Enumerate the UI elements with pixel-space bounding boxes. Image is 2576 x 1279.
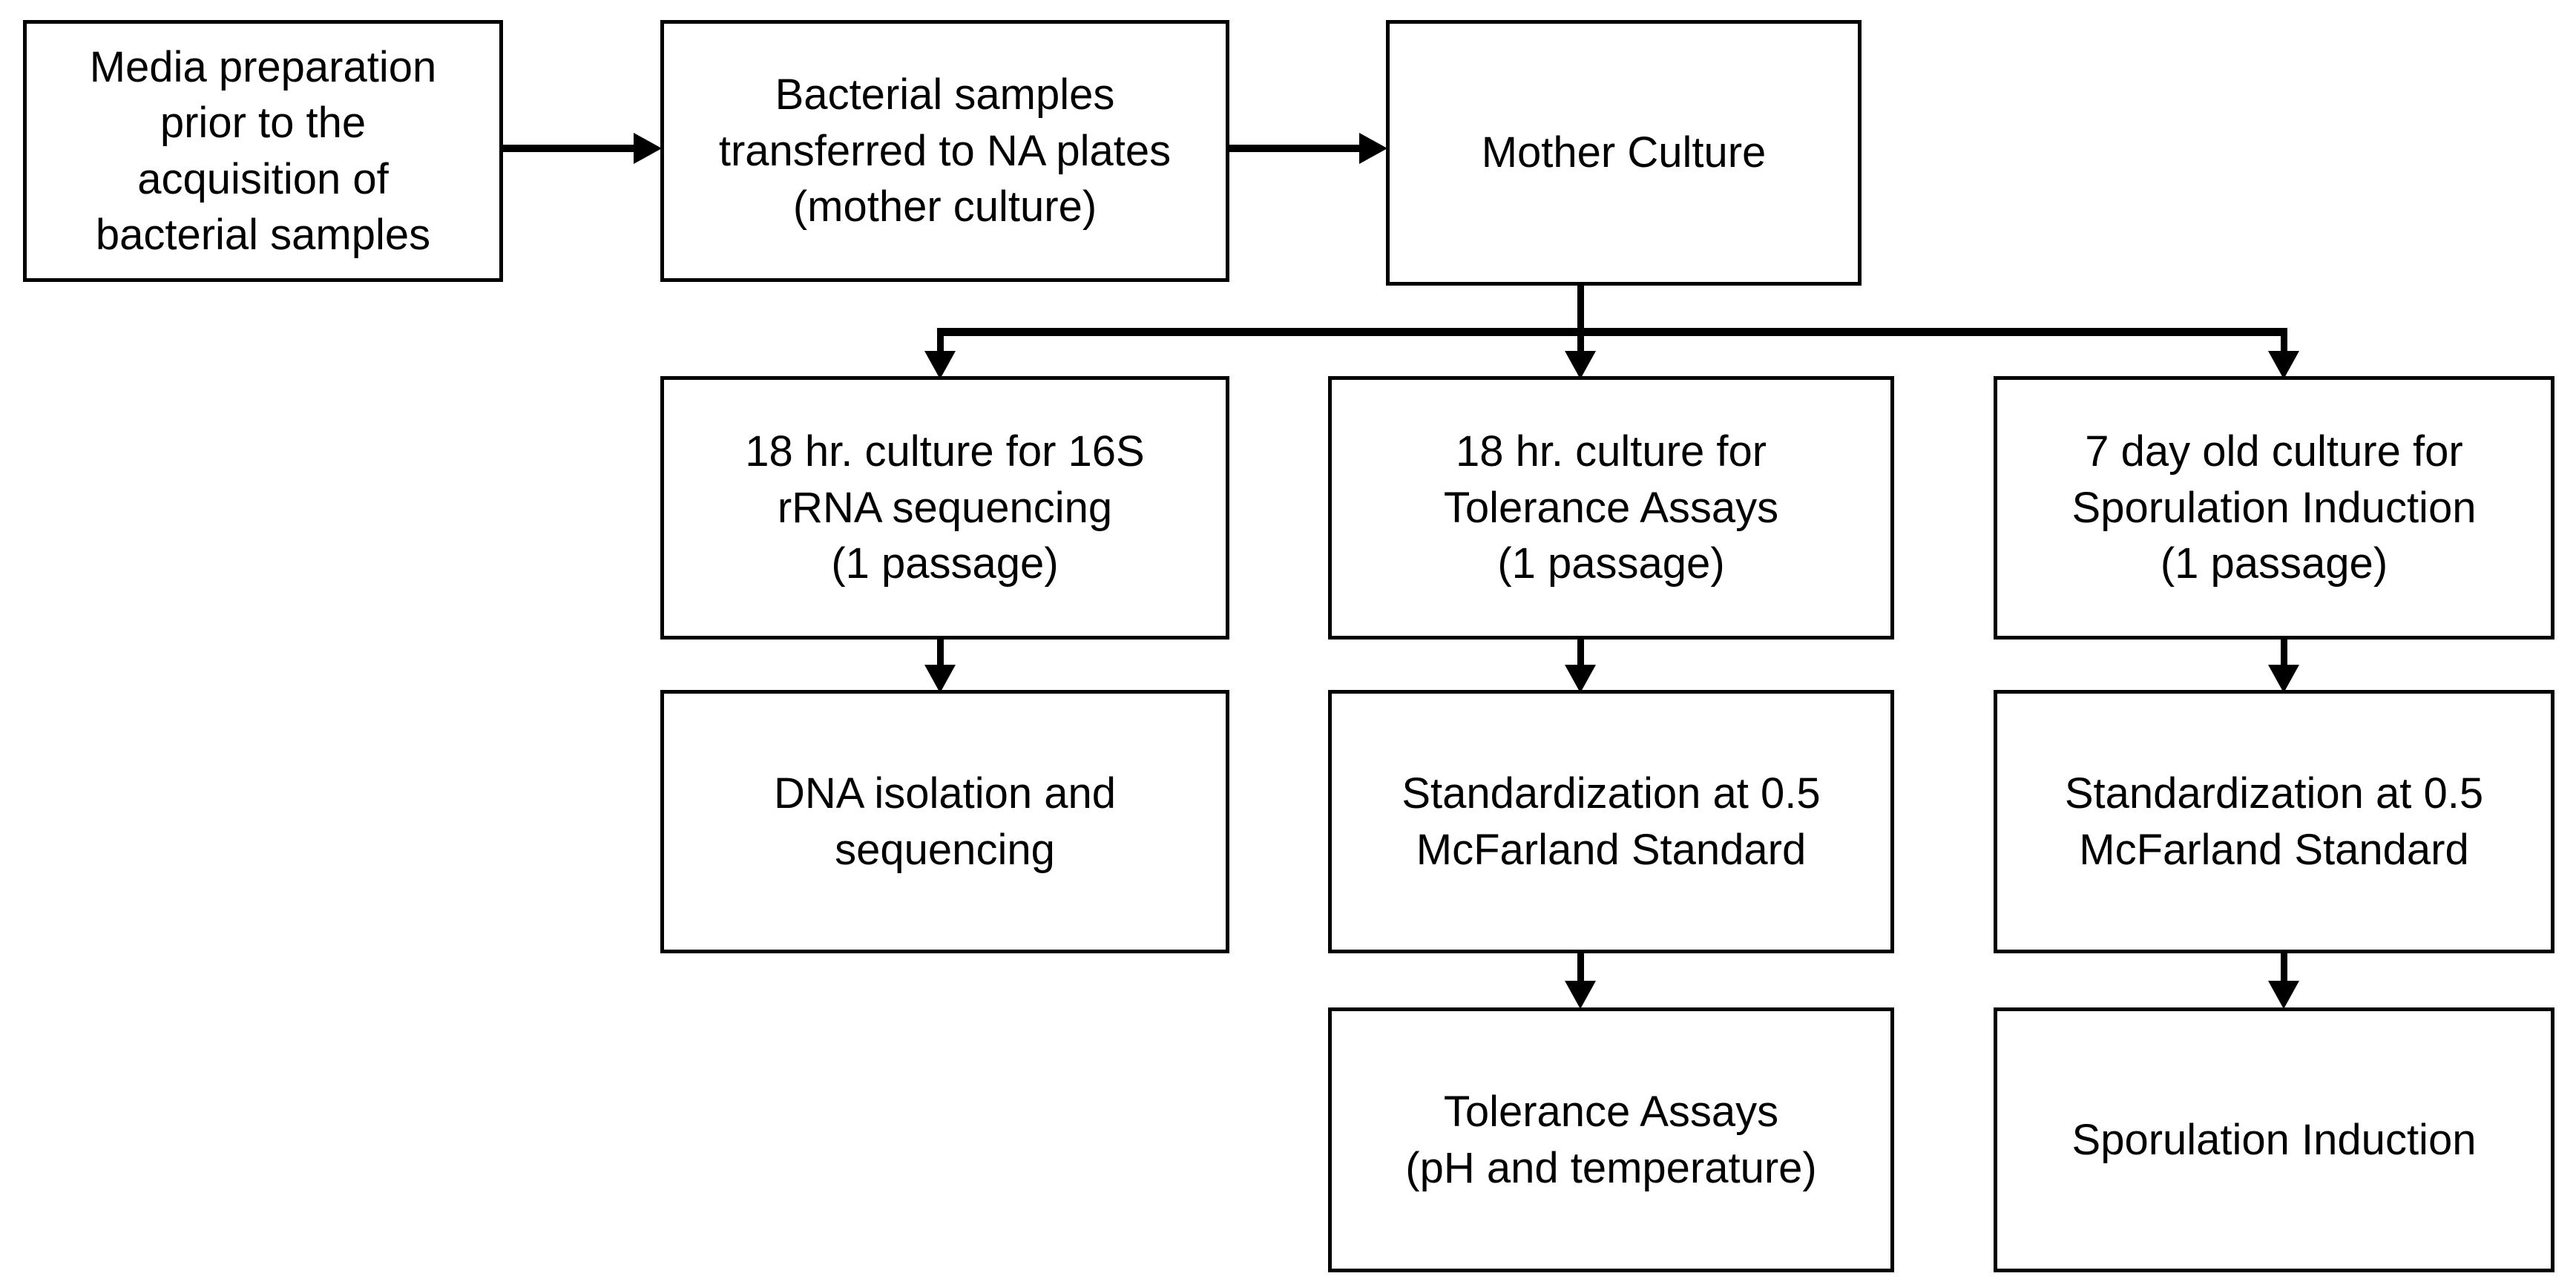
arrow-tolerance-to-standardization-head (1565, 665, 1596, 693)
node-media-preparation: Media preparation prior to the acquisiti… (23, 20, 503, 282)
arrow-samples-to-mother-shaft (1229, 145, 1362, 152)
node-standardization-sporulation-label: Standardization at 0.5 McFarland Standar… (2064, 769, 2484, 874)
arrow-media-to-samples-shaft (503, 145, 637, 152)
node-sporulation-induction-label: Sporulation Induction (2071, 1115, 2477, 1164)
arrow-samples-to-mother-head (1359, 133, 1387, 164)
node-standardization-sporulation: Standardization at 0.5 McFarland Standar… (1994, 690, 2554, 953)
node-culture-tolerance-assays: 18 hr. culture for Tolerance Assays (1 p… (1328, 376, 1894, 640)
node-dna-isolation-sequencing-label: DNA isolation and sequencing (773, 769, 1117, 874)
arrow-branch-to-tolerance-head (1565, 351, 1596, 379)
node-culture-sporulation-label: 7 day old culture for Sporulation Induct… (2071, 427, 2477, 588)
arrow-branch-to-sporulation-shaft (2281, 328, 2287, 355)
arrow-sporulation-to-standardization-shaft (2281, 640, 2287, 666)
arrow-sporulation-to-standardization-head (2268, 665, 2299, 693)
node-dna-isolation-sequencing: DNA isolation and sequencing (660, 690, 1229, 953)
node-tolerance-assays-label: Tolerance Assays (pH and temperature) (1405, 1088, 1817, 1192)
node-culture-16s-rrna-label: 18 hr. culture for 16S rRNA sequencing (… (745, 427, 1145, 588)
arrow-standardization-to-induction-head (2268, 981, 2299, 1009)
node-standardization-tolerance-label: Standardization at 0.5 McFarland Standar… (1402, 769, 1821, 874)
arrow-media-to-samples-head (634, 133, 662, 164)
arrow-standardization-to-assays-head (1565, 981, 1596, 1009)
node-mother-culture-label: Mother Culture (1481, 128, 1767, 177)
arrow-standardization-to-assays-shaft (1577, 953, 1584, 983)
connector-mother-culture-stem (1577, 284, 1584, 355)
arrow-branch-to-sporulation-head (2268, 351, 2299, 379)
node-sporulation-induction: Sporulation Induction (1994, 1007, 2554, 1272)
node-media-preparation-label: Media preparation prior to the acquisiti… (89, 42, 437, 259)
node-culture-16s-rrna: 18 hr. culture for 16S rRNA sequencing (… (660, 376, 1229, 640)
node-culture-tolerance-assays-label: 18 hr. culture for Tolerance Assays (1 p… (1443, 427, 1779, 588)
node-mother-culture: Mother Culture (1386, 20, 1862, 286)
node-culture-sporulation: 7 day old culture for Sporulation Induct… (1994, 376, 2554, 640)
arrow-branch-to-16s-shaft (937, 328, 944, 355)
node-standardization-tolerance: Standardization at 0.5 McFarland Standar… (1328, 690, 1894, 953)
connector-branch-bar (937, 328, 2287, 336)
node-bacterial-samples-na-plates: Bacterial samples transferred to NA plat… (660, 20, 1229, 282)
arrow-16s-to-dna-head (924, 665, 956, 693)
arrow-standardization-to-induction-shaft (2281, 953, 2287, 983)
arrow-tolerance-to-standardization-shaft (1577, 640, 1584, 666)
arrow-branch-to-16s-head (924, 351, 956, 379)
node-tolerance-assays: Tolerance Assays (pH and temperature) (1328, 1007, 1894, 1272)
arrow-16s-to-dna-shaft (937, 640, 944, 666)
node-bacterial-samples-na-plates-label: Bacterial samples transferred to NA plat… (718, 70, 1172, 231)
